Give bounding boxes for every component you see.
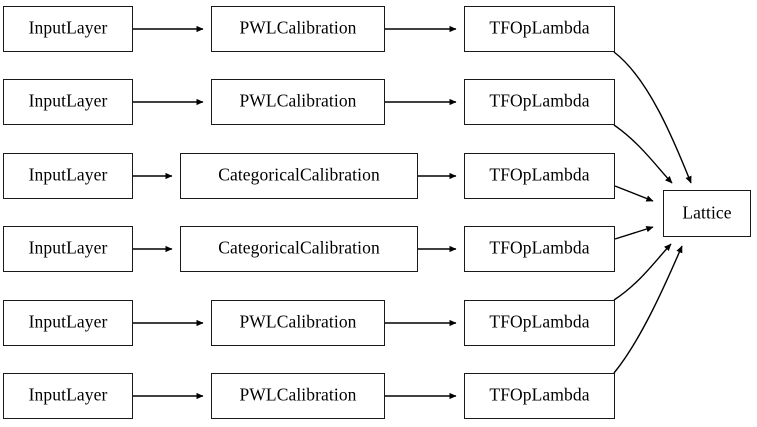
node-label: TFOpLambda (489, 17, 590, 38)
node-label: InputLayer (28, 17, 108, 38)
node-pwl-calibration-1[interactable]: PWLCalibration (211, 6, 385, 52)
edge-lambda_6-to-lattice (613, 245, 683, 374)
node-label: PWLCalibration (239, 384, 357, 405)
node-label: CategoricalCalibration (218, 237, 380, 258)
node-label: InputLayer (28, 164, 108, 185)
node-label: InputLayer (28, 384, 108, 405)
node-label: PWLCalibration (239, 311, 357, 332)
node-pwl-calibration-2[interactable]: PWLCalibration (211, 79, 385, 125)
node-tf-op-lambda-3[interactable]: TFOpLambda (464, 153, 615, 199)
node-label: InputLayer (28, 237, 108, 258)
node-tf-op-lambda-1[interactable]: TFOpLambda (464, 6, 615, 52)
edge-lambda_2-to-lattice (613, 124, 673, 184)
edge-lambda_5-to-lattice (613, 243, 672, 301)
node-tf-op-lambda-5[interactable]: TFOpLambda (464, 300, 615, 346)
node-input-layer-3[interactable]: InputLayer (3, 153, 133, 199)
node-label: TFOpLambda (489, 311, 590, 332)
node-label: TFOpLambda (489, 90, 590, 111)
node-input-layer-2[interactable]: InputLayer (3, 79, 133, 125)
node-label: CategoricalCalibration (218, 164, 380, 185)
node-label: InputLayer (28, 90, 108, 111)
edge-lambda_1-to-lattice (613, 51, 692, 184)
node-label: PWLCalibration (239, 90, 357, 111)
node-label: TFOpLambda (489, 237, 590, 258)
node-pwl-calibration-3[interactable]: PWLCalibration (211, 300, 385, 346)
node-label: TFOpLambda (489, 164, 590, 185)
node-label: TFOpLambda (489, 384, 590, 405)
node-label: PWLCalibration (239, 17, 357, 38)
node-input-layer-1[interactable]: InputLayer (3, 6, 133, 52)
edge-lambda_4-to-lattice (614, 225, 654, 240)
node-tf-op-lambda-6[interactable]: TFOpLambda (464, 373, 615, 419)
node-tf-op-lambda-2[interactable]: TFOpLambda (464, 79, 615, 125)
node-pwl-calibration-4[interactable]: PWLCalibration (211, 373, 385, 419)
edge-lambda_3-to-lattice (614, 185, 654, 202)
node-input-layer-6[interactable]: InputLayer (3, 373, 133, 419)
node-label: Lattice (682, 202, 732, 223)
node-input-layer-4[interactable]: InputLayer (3, 226, 133, 272)
node-label: InputLayer (28, 311, 108, 332)
node-categorical-calibration-2[interactable]: CategoricalCalibration (180, 226, 418, 272)
node-input-layer-5[interactable]: InputLayer (3, 300, 133, 346)
node-lattice[interactable]: Lattice (663, 190, 751, 237)
node-categorical-calibration-1[interactable]: CategoricalCalibration (180, 153, 418, 199)
node-tf-op-lambda-4[interactable]: TFOpLambda (464, 226, 615, 272)
